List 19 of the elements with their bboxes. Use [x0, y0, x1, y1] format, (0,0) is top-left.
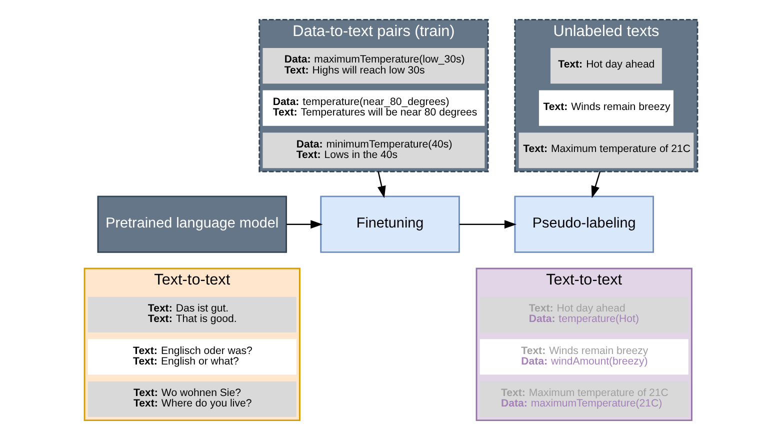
node-box: Text: Hot day ahead [550, 48, 662, 84]
arrow [286, 220, 322, 229]
node-box: Text: Hot day ahead Data: temperature(Hot) [479, 296, 688, 332]
node-box: Text: Maximum temperature of 21C Data: maximumTemperature(21C) [479, 381, 688, 417]
node-box: Data: minimumTemperature(40s) Text: Lows in the 40s [262, 132, 484, 168]
node-box: Text: Englisch oder was? Text: English or what? [87, 339, 296, 375]
arrow [458, 220, 516, 229]
arrow [377, 171, 386, 198]
node-box: Pretrained language model [96, 196, 286, 253]
node-box: Text: Das ist gut. Text: That is good. [87, 296, 296, 332]
node-box: Text: Maximum temperature of 21C [518, 132, 694, 168]
node-box: Finetuning [320, 196, 460, 253]
node-box: Data: temperature(near_80_degrees) Text: Temperatures will be near 80 degrees [262, 90, 484, 126]
node-box: Text: Winds remain breezy Data: windAmount(breezy) [479, 339, 688, 375]
node-box: Pseudo-labeling [514, 196, 654, 253]
node-box: Text: Winds remain breezy [538, 90, 673, 126]
arrow [590, 171, 600, 198]
node-box: Text: Wo wohnen Sie? Text: Where do you live? [87, 381, 296, 417]
node-box: Data: maximumTemperature(low_30s) Text: Highs will reach low 30s [262, 48, 484, 84]
